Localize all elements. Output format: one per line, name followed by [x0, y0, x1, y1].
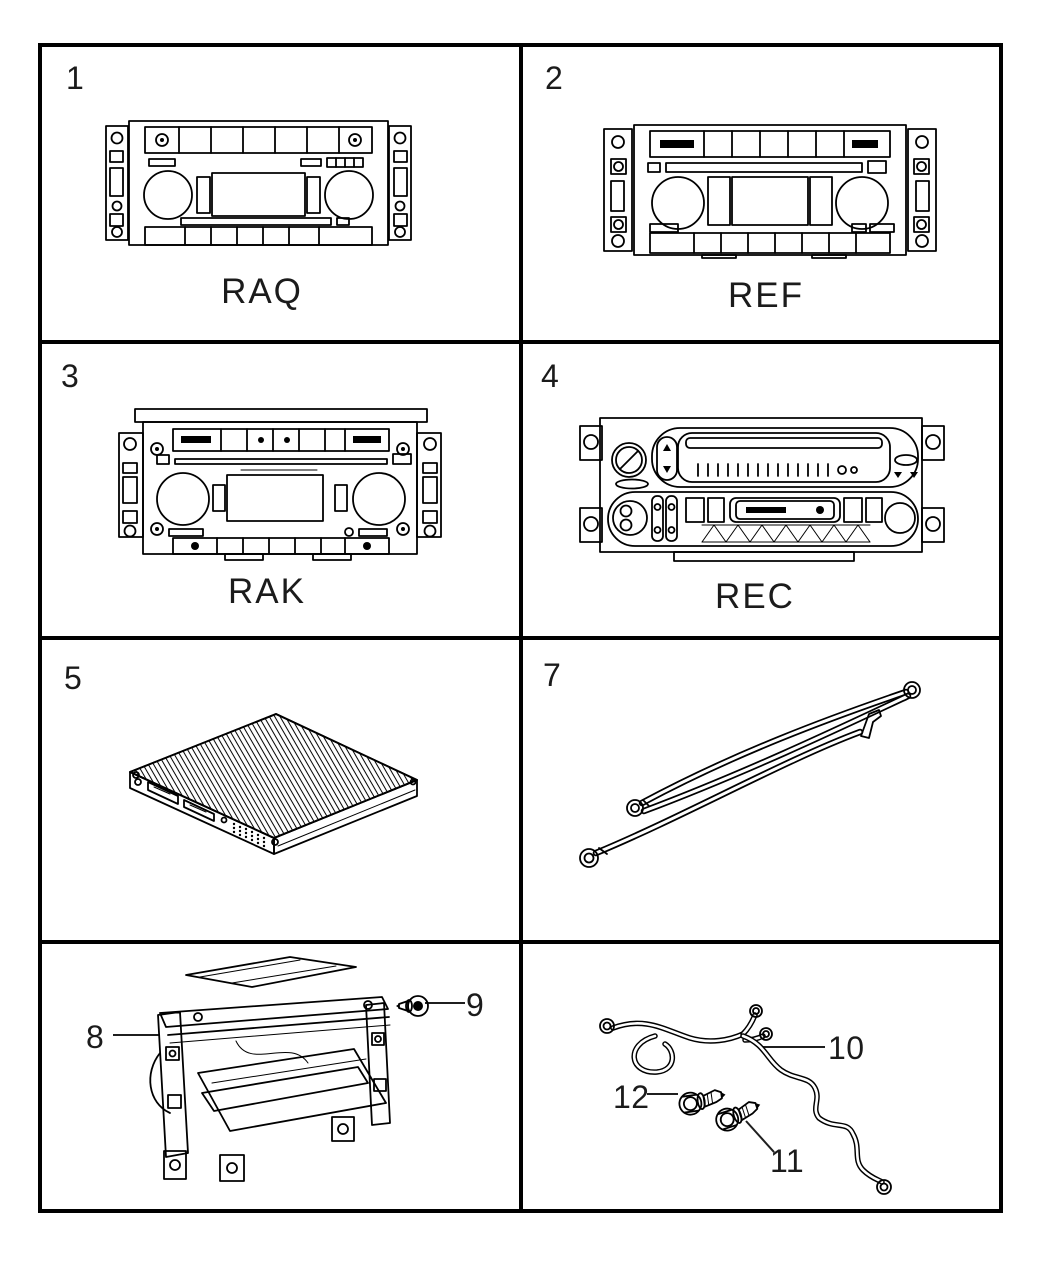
rak-left-knob: [156, 472, 210, 526]
screw-12-drawing: [678, 1089, 726, 1116]
raq-left-bracket: [105, 125, 129, 241]
ref-top-button-row: [649, 130, 891, 158]
callout-4: 4: [541, 358, 560, 394]
bracket-top-plate: [185, 956, 357, 988]
callout-11: 11: [770, 1143, 805, 1179]
callout-9: 9: [466, 987, 485, 1023]
callout-10: 10: [828, 1030, 865, 1066]
part-label-rec: REC: [715, 577, 795, 616]
rec-lower-panel: [607, 491, 919, 547]
raq-top-button-row: [144, 126, 373, 154]
rec-display-ticks: [697, 463, 858, 477]
leader-line-12: [647, 1093, 678, 1095]
callout-3: 3: [61, 358, 80, 394]
bracket-top-rail: [159, 996, 391, 1044]
callout-5: 5: [64, 660, 83, 696]
ref-left-knob: [651, 176, 705, 230]
ref-cd-slot: [665, 162, 863, 173]
strap-hook-end: [860, 709, 882, 739]
bracket-bottom-tray: [197, 1048, 387, 1132]
rak-display: [226, 474, 324, 522]
rec-zigzag-trim: [701, 524, 871, 543]
grid-row-divider-3: [38, 940, 1003, 944]
callout-2: 2: [545, 60, 564, 96]
leader-line-8: [113, 1034, 160, 1036]
part-label-raq: RAQ: [221, 272, 303, 311]
rec-bottom-foot: [673, 551, 855, 562]
raq-display: [211, 172, 306, 217]
raq-cd-slot: [180, 217, 332, 226]
callout-7: 7: [543, 657, 562, 693]
strap-lower: [579, 709, 882, 868]
ref-right-bracket: [907, 128, 937, 252]
ref-faceplate: [633, 124, 907, 256]
ground-straps-drawing: [579, 681, 921, 868]
raq-left-knob: [143, 170, 193, 220]
wiring-harness-drawing: [599, 1004, 892, 1195]
bracket-side-brace: [149, 1052, 171, 1114]
bolt-11-drawing: [715, 1101, 761, 1132]
amp-right-face: [273, 779, 418, 855]
ref-display: [731, 176, 809, 226]
rak-right-bracket: [416, 432, 442, 538]
radio-rec-drawing: [579, 417, 945, 562]
rec-volume-knob: [611, 442, 649, 490]
raq-right-bracket: [388, 125, 412, 241]
rec-tuner-knob: [612, 500, 648, 536]
radio-raq-drawing: [105, 120, 412, 246]
rak-top-button-row: [172, 428, 390, 452]
amp-connectors: [134, 778, 228, 824]
amplifier-drawing: [129, 713, 418, 855]
rec-cassette-door: [729, 497, 841, 523]
rak-bottom-button-row: [172, 537, 390, 555]
radio-rak-drawing: [118, 408, 442, 561]
callout-12: 12: [613, 1079, 650, 1115]
grid-vertical-divider: [519, 43, 523, 1213]
part-label-ref: REF: [728, 276, 804, 315]
callout-8: 8: [86, 1019, 105, 1055]
harness-ring-terminals: [599, 1004, 892, 1195]
grid-row-divider-2: [38, 636, 1003, 640]
ref-bottom-button-row: [649, 232, 891, 254]
raq-right-knob: [324, 170, 374, 220]
harness-wires: [610, 1012, 885, 1185]
callout-1: 1: [66, 60, 85, 96]
leader-line-9: [425, 1002, 465, 1004]
raq-bottom-button-row: [144, 226, 373, 246]
rak-cd-slot: [174, 458, 388, 465]
amp-top-face: [129, 713, 418, 839]
ref-left-bracket: [603, 128, 633, 252]
grid-row-divider-1: [38, 340, 1003, 344]
screw-9-drawing: [396, 995, 429, 1017]
rec-upper-panel: [651, 427, 919, 488]
mounting-bracket-drawing: [149, 956, 391, 1182]
part-label-rak: RAK: [228, 572, 306, 611]
ref-right-knob: [835, 176, 889, 230]
leader-line-10: [763, 1046, 825, 1048]
rak-right-knob: [352, 472, 406, 526]
amp-vent-dots: [232, 822, 266, 848]
rak-left-bracket: [118, 432, 144, 538]
rec-corner-tabs: [579, 425, 945, 543]
rak-top-cover: [134, 408, 428, 423]
strap-upper: [626, 681, 921, 817]
bracket-feet: [163, 1116, 355, 1182]
bracket-right-channel: [365, 1002, 391, 1126]
radio-ref-drawing: [603, 124, 937, 259]
bracket-wire: [235, 1040, 309, 1064]
